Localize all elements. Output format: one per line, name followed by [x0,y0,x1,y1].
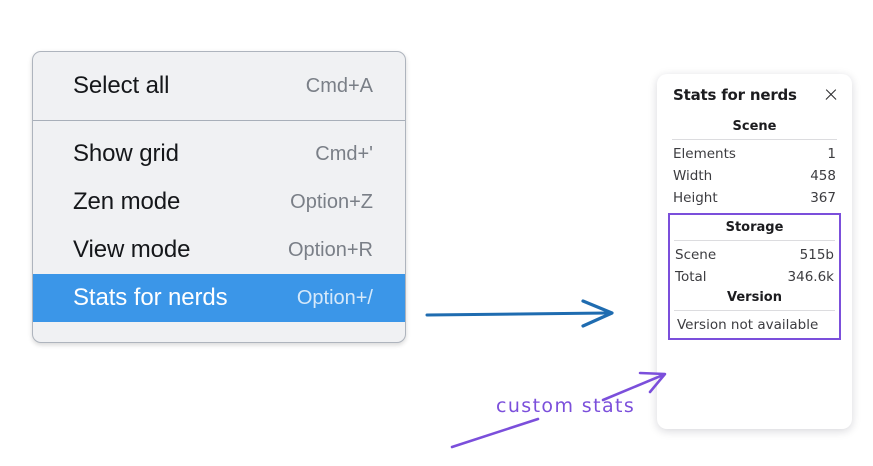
menu-item-shortcut: Cmd+A [305,74,373,97]
menu-item-label: Stats for nerds [73,284,228,311]
panel-title: Stats for nerds [673,86,797,104]
section-storage: Storage Scene 515b Total 346.6k [670,218,839,288]
close-icon[interactable] [823,87,839,103]
menu-item-label: Select all [73,72,170,99]
version-value: Version not available [677,317,819,333]
stat-value: 1 [827,146,836,162]
section-divider [674,240,835,241]
underline-stroke-icon [450,417,540,449]
menu-item-show-grid[interactable]: Show grid Cmd+' [33,130,405,178]
section-heading: Storage [725,220,784,235]
section-scene: Scene Elements 1 Width 458 Height 367 [668,118,841,209]
context-menu[interactable]: Select all Cmd+A Show grid Cmd+' Zen mod… [32,51,406,343]
menu-item-zen-mode[interactable]: Zen mode Option+Z [33,178,405,226]
menu-item-label: View mode [73,236,191,263]
panel-header: Stats for nerds [668,86,841,104]
stat-row-width: Width 458 [668,165,841,187]
menu-group-1: Select all Cmd+A [33,52,405,120]
callout-arrow-icon [601,371,667,402]
menu-item-view-mode[interactable]: View mode Option+R [33,226,405,274]
section-version: Version Version not available [670,288,839,334]
stat-value: 515b [799,247,834,263]
handwritten-annotation-label: custom stats [496,395,636,417]
menu-item-shortcut: Option+Z [290,190,373,213]
flow-arrow-icon [425,299,614,328]
stat-row-total: Total 346.6k [670,266,839,288]
menu-separator [33,120,405,121]
menu-item-shortcut: Option+R [287,238,373,261]
menu-item-shortcut: Option+/ [296,286,373,309]
menu-item-shortcut: Cmd+' [315,142,373,165]
stat-row-scene: Scene 515b [670,244,839,266]
menu-group-2: Show grid Cmd+' Zen mode Option+Z View m… [33,121,405,342]
stat-row-height: Height 367 [668,187,841,209]
section-heading: Version [727,290,782,305]
menu-bottom-padding [33,322,405,342]
stat-value: 346.6k [787,269,834,285]
stats-for-nerds-panel: Stats for nerds Scene Elements 1 Width 4… [657,74,852,429]
section-divider [672,139,837,140]
stat-row-elements: Elements 1 [668,143,841,165]
stat-key: Elements [673,146,736,162]
menu-item-select-all[interactable]: Select all Cmd+A [33,62,405,110]
stat-key: Width [673,168,713,184]
menu-item-label: Show grid [73,140,179,167]
stat-key: Height [673,190,718,206]
custom-stats-highlight-box: Storage Scene 515b Total 346.6k Version … [668,213,841,340]
stat-value: 367 [810,190,836,206]
section-heading: Scene [732,119,777,134]
section-divider [674,310,835,311]
stat-key: Scene [675,247,717,263]
stat-value: 458 [810,168,836,184]
stat-key: Total [675,269,707,285]
menu-item-stats-for-nerds[interactable]: Stats for nerds Option+/ [33,274,405,322]
menu-item-label: Zen mode [73,188,181,215]
